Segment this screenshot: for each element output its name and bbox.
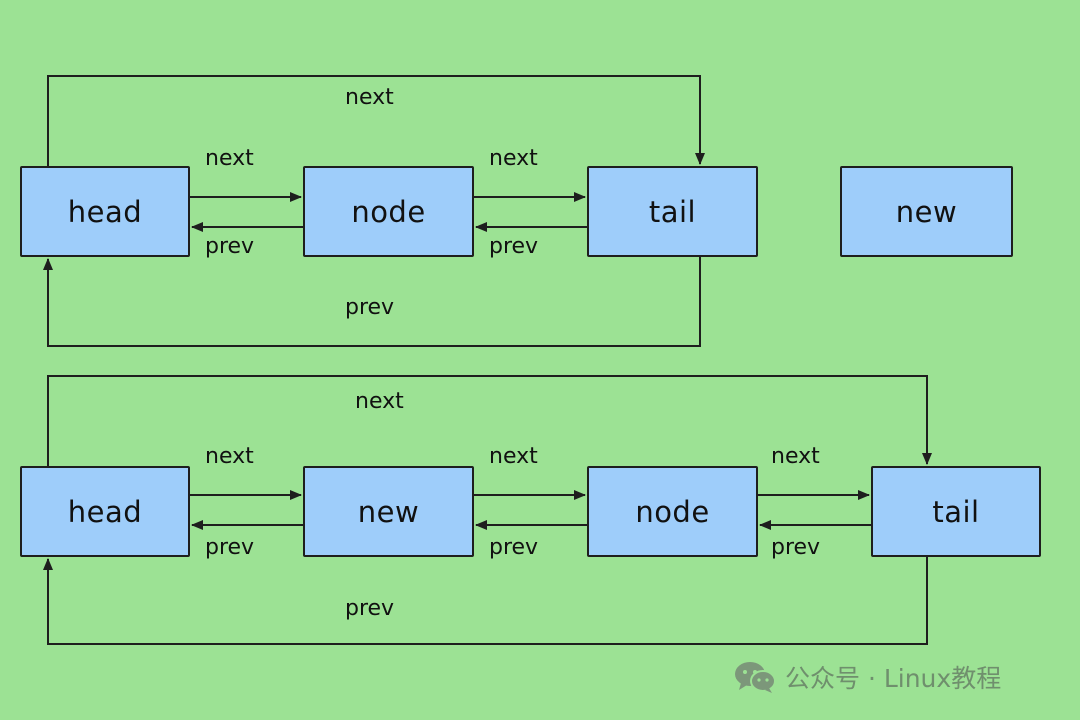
d2-label-next-outer: next [355, 389, 404, 414]
d1-label-prev-2: prev [489, 234, 539, 259]
d1-label-next-1: next [205, 146, 254, 171]
watermark-text: 公众号 · Linux教程 [785, 664, 1002, 693]
d1-label-prev-outer: prev [345, 295, 395, 320]
d1-arrow-prev-outer [43, 257, 701, 347]
wechat-icon [735, 662, 776, 693]
d1-arrow-next-outer [47, 75, 705, 166]
d1-node-node: node [303, 166, 474, 257]
watermark: 公众号 · Linux教程 [733, 660, 1001, 694]
d2-node-tail: tail [871, 466, 1041, 557]
d2-label-prev-3: prev [771, 535, 821, 560]
d2-node-head: head [20, 466, 190, 557]
d2-label-next-2: next [489, 444, 538, 469]
d2-label-next-3: next [771, 444, 820, 469]
d2-arrow-next-outer [47, 375, 932, 466]
d2-node-new: new [303, 466, 474, 557]
d2-node-node: node [587, 466, 758, 557]
d2-arrow-prev-outer [43, 557, 928, 645]
d1-node-new: new [840, 166, 1013, 257]
d2-label-prev-2: prev [489, 535, 539, 560]
d2-label-prev-1: prev [205, 535, 255, 560]
d2-label-prev-outer: prev [345, 596, 395, 621]
d1-label-next-outer: next [345, 85, 394, 110]
d1-label-prev-1: prev [205, 234, 255, 259]
d1-label-next-2: next [489, 146, 538, 171]
d1-node-tail: tail [587, 166, 758, 257]
d2-label-next-1: next [205, 444, 254, 469]
d1-node-head: head [20, 166, 190, 257]
